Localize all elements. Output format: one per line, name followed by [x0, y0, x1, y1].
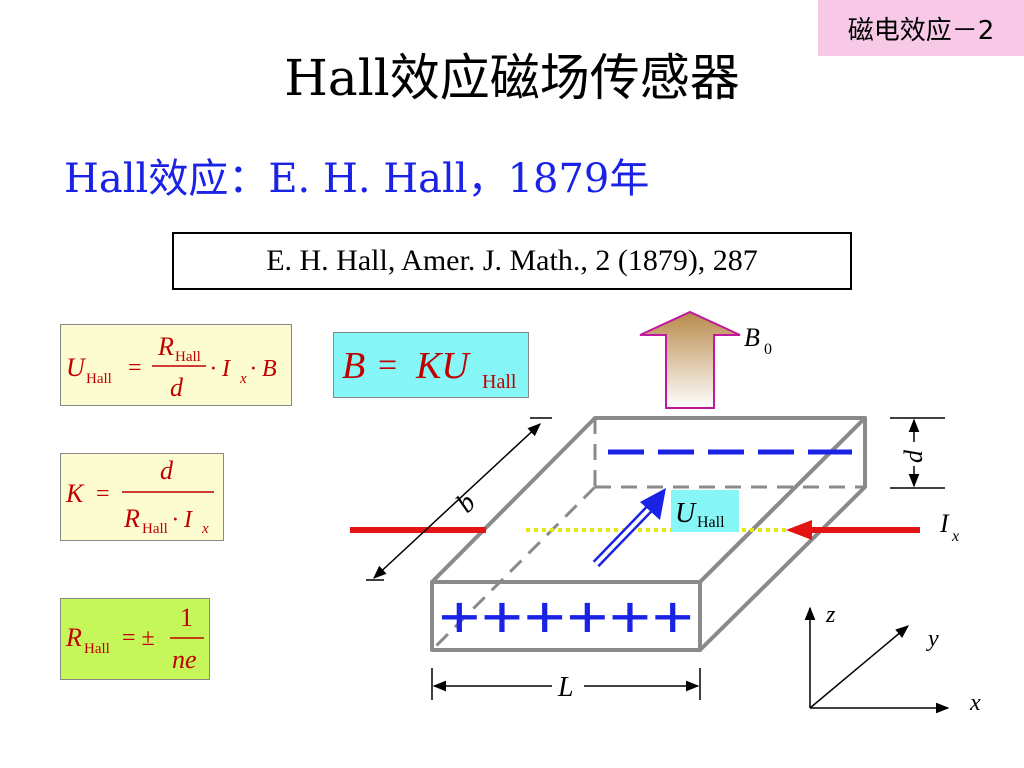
formula-u-hall-box: [60, 324, 292, 406]
f1-num: R: [157, 332, 174, 361]
dimension-b: [366, 417, 552, 581]
f1-lhs: U: [66, 353, 87, 382]
f3-eq: = ±: [122, 625, 155, 651]
f2-eq: =: [96, 481, 110, 507]
slide-title: Hall效应磁场传感器: [284, 49, 740, 107]
label-l: L: [557, 672, 574, 703]
reference-box: E. H. Hall, Amer. J. Math., 2 (1879), 28…: [172, 232, 852, 290]
f2-den-sub: Hall: [142, 521, 168, 537]
f2-den-rest: · I: [172, 507, 193, 533]
f1-rest: · I: [210, 356, 231, 382]
f4-rhs: KU: [415, 345, 471, 387]
formula-b: B = KU Hall: [342, 345, 517, 393]
f4-lhs: B: [342, 345, 365, 387]
f1-tail: · B: [250, 356, 277, 382]
current-arrowhead: [786, 520, 812, 540]
f1-num-sub: Hall: [175, 349, 201, 365]
coordinate-axes: [804, 606, 950, 714]
label-ix-sub: x: [951, 528, 959, 545]
axis-y-line: [809, 625, 910, 709]
formula-r-hall: R Hall = ± 1 ne: [65, 603, 204, 674]
f1-rest-sub: x: [239, 371, 247, 387]
f3-lhs: R: [65, 623, 82, 652]
dimension-l: [431, 668, 701, 700]
positive-charges: ++++++: [438, 584, 694, 652]
formula-u-hall: U Hall = R Hall d · I x · B: [66, 332, 277, 402]
formula-k: K = d R Hall · I x: [65, 456, 214, 537]
magnetic-field-arrow: [639, 310, 741, 409]
formula-b-box: [333, 332, 529, 398]
f2-lhs: K: [65, 479, 85, 508]
label-ix: I: [939, 509, 950, 538]
f4-rhs-sub: Hall: [482, 371, 517, 393]
label-axis-y: y: [926, 626, 939, 652]
label-d: d: [899, 449, 928, 463]
label-uhall-sub: Hall: [697, 514, 725, 531]
f1-den: d: [170, 373, 184, 402]
f4-eq: =: [378, 347, 397, 384]
f3-den: ne: [172, 645, 197, 674]
label-axis-x: x: [969, 690, 981, 716]
hall-voltage-arrow: [592, 488, 666, 568]
f2-num: d: [160, 456, 174, 485]
label-uhall: U: [675, 498, 697, 529]
f3-num: 1: [180, 603, 193, 632]
f3-lhs-sub: Hall: [84, 641, 110, 657]
label-b0-sub: 0: [764, 341, 772, 358]
formula-k-box: [60, 453, 224, 541]
f1-lhs-sub: Hall: [86, 371, 112, 387]
label-d-bg: [902, 442, 926, 466]
label-b0: B: [744, 323, 760, 352]
label-axis-z: z: [825, 602, 836, 628]
f2-den-rest-sub: x: [201, 521, 209, 537]
f2-den: R: [123, 504, 140, 533]
formula-r-hall-box: [60, 598, 210, 680]
f1-eq: =: [128, 355, 142, 381]
subtitle: Hall效应：E. H. Hall，1879年: [64, 156, 650, 202]
uhall-label-bg: [671, 490, 739, 532]
slide-tag: 磁电效应－2: [818, 0, 1024, 56]
